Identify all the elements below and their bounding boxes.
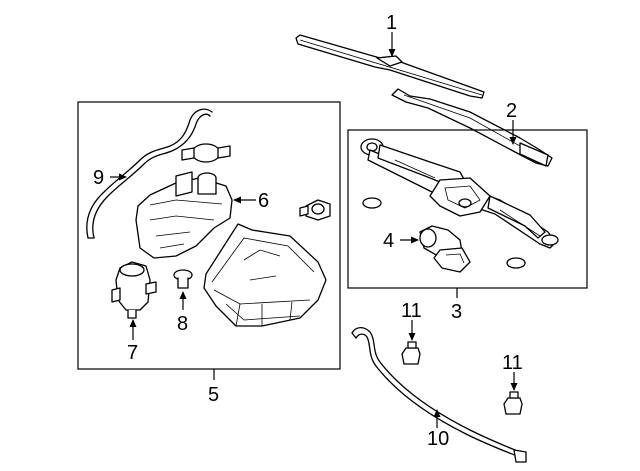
wiper-motor-part[interactable] <box>419 225 471 273</box>
washer-pump-part[interactable] <box>111 261 157 319</box>
callout-5-label: 5 <box>208 384 219 406</box>
washer-hose-long-part[interactable] <box>351 326 527 463</box>
wiper-blade-part[interactable] <box>295 34 485 99</box>
filler-cap-part[interactable] <box>181 143 231 163</box>
callout-3-label: 3 <box>451 301 462 323</box>
callout-11b-label: 11 <box>502 352 523 374</box>
washer-nozzle-part[interactable] <box>503 391 523 415</box>
grommet-hole <box>506 257 526 269</box>
linkage-group-box <box>347 129 588 289</box>
washer-hose-part[interactable] <box>86 108 213 239</box>
callout-10-label: 10 <box>427 428 449 450</box>
callout-2-label: 2 <box>506 100 517 122</box>
callout-7-label: 7 <box>127 342 138 364</box>
wiper-arm-part[interactable] <box>391 88 553 167</box>
grommet-hole <box>362 197 382 209</box>
reservoir-upper-part[interactable] <box>135 171 233 259</box>
grommet-part[interactable] <box>173 269 193 289</box>
callout-6-label: 6 <box>258 190 269 212</box>
callout-9-label: 9 <box>93 167 104 189</box>
level-sensor-part[interactable] <box>299 199 331 221</box>
callout-1-label: 1 <box>386 12 397 34</box>
callout-8-label: 8 <box>177 313 188 335</box>
washer-nozzle-part[interactable] <box>401 341 421 365</box>
callout-4-label: 4 <box>383 230 394 252</box>
reservoir-group-box <box>77 101 341 370</box>
wiper-linkage-part[interactable] <box>360 138 559 249</box>
reservoir-lower-part[interactable] <box>203 223 327 327</box>
callout-11a-label: 11 <box>401 300 422 322</box>
